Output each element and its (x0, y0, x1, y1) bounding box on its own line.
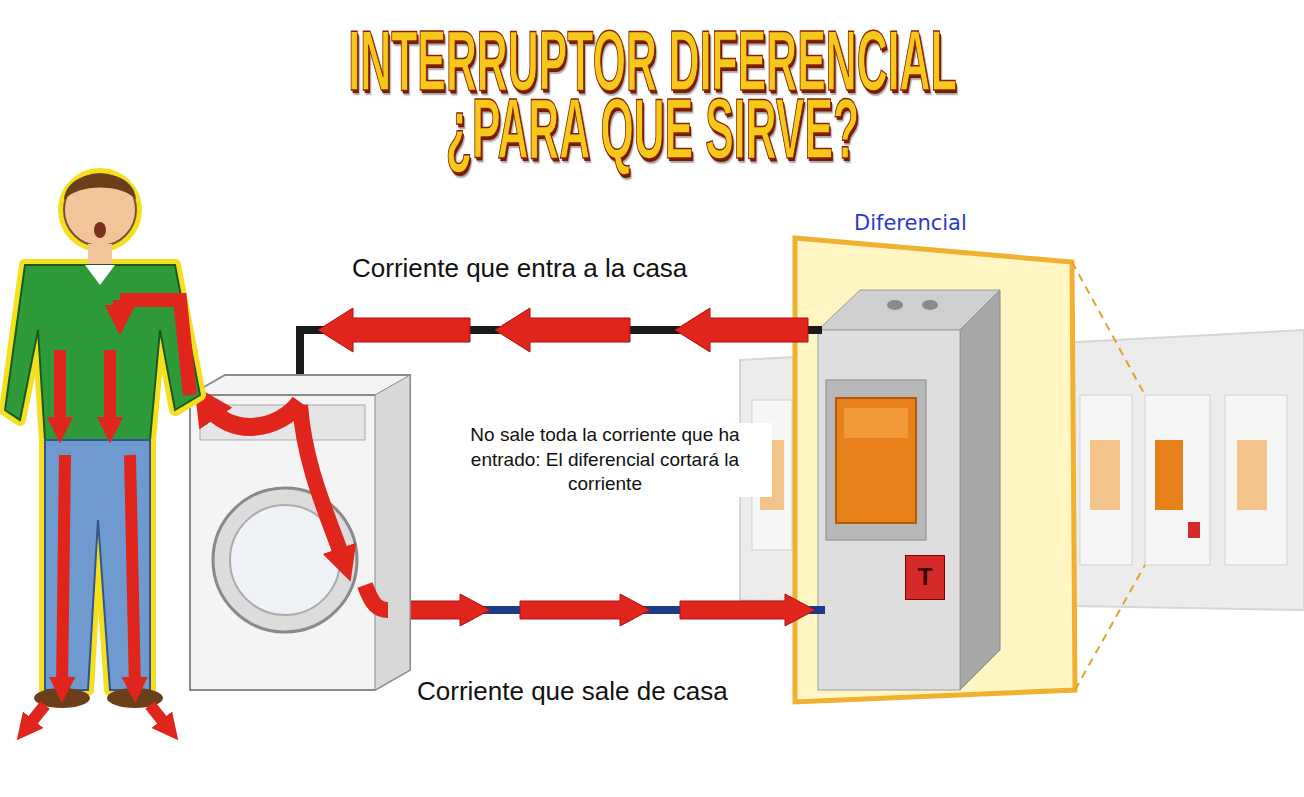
title: INTERRUPTOR DIFERENCIAL ¿PARA QUE SIRVE? (342, 26, 962, 162)
current-arrow (365, 585, 388, 610)
body-current (120, 300, 190, 395)
leak-arrow (205, 402, 300, 427)
toggle-lever (836, 398, 916, 523)
toggle-highlight (844, 408, 908, 438)
small-breaker (1145, 395, 1210, 565)
person (5, 174, 200, 730)
screw (922, 300, 938, 310)
small-toggle (1155, 440, 1183, 510)
machine-edge (190, 394, 375, 396)
body-current (54, 350, 66, 430)
small-toggle (1237, 440, 1267, 510)
jeans (45, 440, 150, 690)
machine-side (375, 375, 410, 690)
toggle-window (826, 380, 926, 540)
screw (887, 300, 903, 310)
current-arrow (495, 308, 630, 352)
body-current (130, 455, 135, 690)
body-current (62, 455, 65, 690)
collar (85, 265, 115, 285)
zoom-panel (795, 238, 1075, 702)
breaker-side (960, 290, 1000, 690)
current-arrow (520, 594, 650, 626)
shock-glow (5, 174, 200, 690)
hair (64, 174, 136, 200)
current-arrow (318, 308, 470, 352)
small-test-button (1188, 522, 1200, 538)
current-arrow (680, 594, 815, 626)
small-breaker (1225, 395, 1287, 565)
small-breaker (1080, 395, 1132, 565)
small-toggle (1090, 440, 1120, 510)
test-button: T (905, 555, 945, 600)
zoom-line (1075, 565, 1145, 690)
caption-label: Corriente que entra a la casa (350, 252, 689, 286)
current-arrow (675, 308, 808, 352)
breaker-device (818, 290, 1000, 690)
current-arrow (300, 405, 345, 565)
button-letter: T (918, 564, 933, 590)
head (64, 174, 136, 246)
body-current (113, 300, 127, 320)
caption-label: No sale toda la corriente que ha entrado… (438, 423, 772, 497)
body-current (104, 350, 116, 430)
zoom-line (1072, 262, 1145, 395)
machine-body (190, 375, 410, 690)
mouth (94, 222, 106, 238)
device-heading: Diferencial (851, 211, 970, 235)
caption-label: Corriente que sale de casa (415, 675, 730, 709)
ground-current (150, 705, 170, 730)
differential-panel: DiferencialT (793, 205, 1078, 705)
ground-current (25, 705, 45, 730)
breaker-front (818, 330, 960, 690)
washing-machine (190, 375, 410, 690)
sweater (5, 265, 200, 440)
neck (88, 244, 112, 266)
